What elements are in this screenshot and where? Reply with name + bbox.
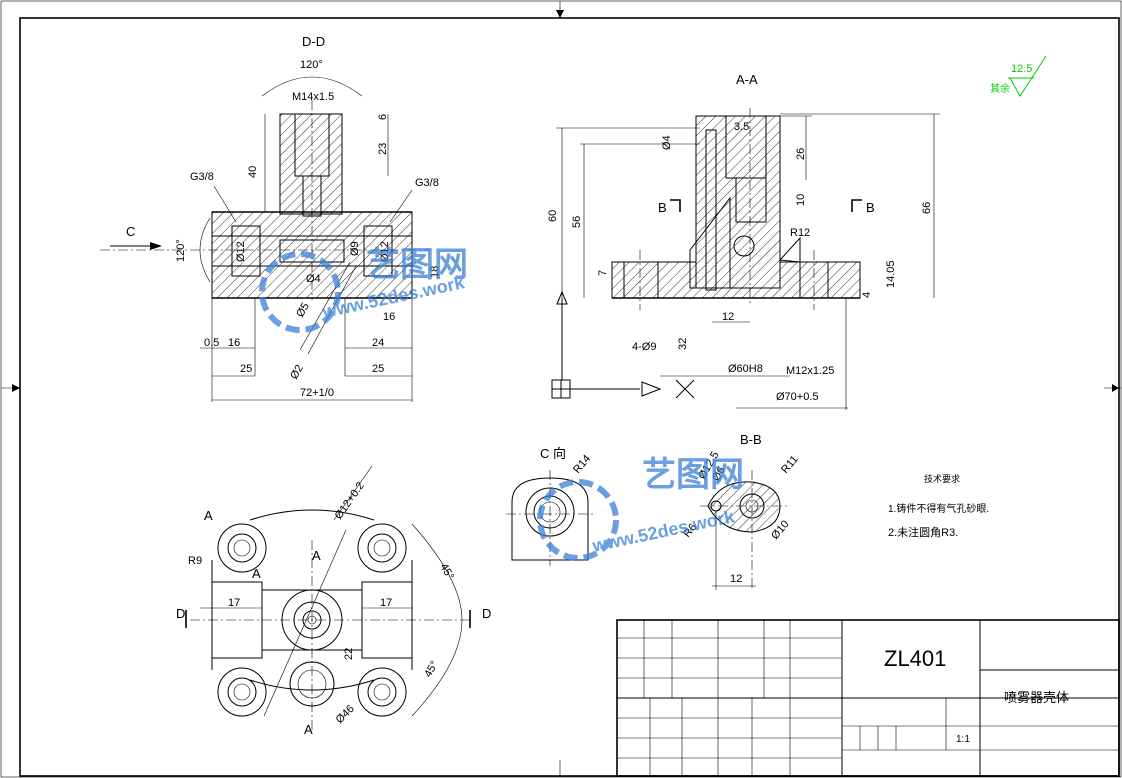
dd-dim-angle-left: 120° [175, 239, 187, 262]
aa-section-mark-b-left: B [658, 200, 667, 215]
bb-dim-r11: R11 [779, 453, 801, 476]
aa-section-mark-b-right: B [866, 200, 875, 215]
dd-dim-d4: Ø4 [306, 273, 321, 285]
dd-dim-25-right: 25 [372, 363, 384, 375]
dd-dim-72: 72+1/0 [300, 387, 334, 399]
aa-dim-m12: M12x1.25 [786, 365, 834, 377]
watermark-left-cn: 艺图网 [366, 246, 468, 284]
roughness-symbol: 其余 12.5 [990, 55, 1047, 97]
dd-dim-23: 23 [377, 143, 389, 155]
plan-mark-d-right: D [482, 606, 491, 621]
plan-dim-d46: Ø46 [334, 703, 357, 726]
title-block: ZL401 喷雾器壳体 1:1 [616, 619, 1120, 777]
tech-req-item-2: 2.未注圆角R3. [888, 525, 958, 539]
plan-boss-bottom-right [357, 667, 407, 717]
plan-dim-d12: Ø12+0.2 [333, 480, 367, 522]
dd-dim-d5: Ø5 [294, 301, 312, 320]
aa-dim-d60h8: Ø60H8 [728, 363, 763, 375]
plan-dim-45-top: 45° [437, 562, 456, 582]
tech-req-item-1: 1.铸件不得有气孔砂眼. [888, 502, 989, 515]
dd-dim-g38-left: G3/8 [190, 171, 214, 183]
plan-view: 17 17 R9 Ø12+0.2 45° 45° 22 Ø46 A A A A … [176, 465, 491, 737]
dd-dim-d12-left: Ø12 [235, 241, 247, 262]
plan-mark-a-center: A [312, 548, 321, 563]
dd-dim-6: 6 [377, 114, 389, 120]
tech-requirements: 技术要求 1.铸件不得有气孔砂眼. 2.未注圆角R3. [888, 473, 989, 539]
aa-dim-4: 4 [861, 292, 873, 298]
watermark-right-url: www.52des.work [590, 506, 737, 556]
aa-dim-26: 26 [795, 148, 807, 160]
dd-dim-25-left: 25 [240, 363, 252, 375]
c-view-title: C 向 [540, 446, 566, 461]
dd-dim-angle-top: 120° [300, 59, 323, 71]
section-view-aa: A-A 3.5 Ø4 26 10 60 56 66 R12 7 14. [547, 72, 940, 410]
plan-boss-bottom-left [217, 667, 267, 717]
tech-req-title: 技术要求 [924, 473, 960, 484]
dd-dim-g38-right: G3/8 [415, 177, 439, 189]
plan-dim-17-right: 17 [380, 597, 392, 609]
bb-view-title: B-B [740, 432, 762, 447]
part-name: 喷雾器壳体 [1004, 690, 1069, 705]
dd-dim-18: 18 [429, 266, 441, 278]
dd-dim-d2: Ø2 [288, 363, 306, 382]
dd-dim-16-right: 16 [383, 311, 395, 323]
c-view-arrow-label: C [126, 224, 135, 239]
drawing-scale: 1:1 [956, 734, 970, 745]
aa-dim-d70: Ø70+0.5 [776, 391, 819, 403]
section-view-dd: D-D 120° M14x1.5 40 23 6 G3/8 G3/8 120° … [100, 34, 441, 402]
dd-dim-40: 40 [247, 166, 259, 178]
roughness-note: 其余 [990, 82, 1010, 95]
plan-mark-a-left: A [252, 566, 261, 581]
c-dim-r14: R14 [571, 453, 593, 476]
plan-mark-d-left: D [176, 606, 185, 621]
aa-dim-10: 10 [795, 194, 807, 206]
aa-dim-7: 7 [597, 270, 609, 276]
aa-dim-d4: Ø4 [661, 135, 673, 150]
aa-dim-4d9: 4-Ø9 [632, 341, 656, 353]
dd-dim-05: 0.5 [204, 337, 219, 349]
roughness-value: 12.5 [1011, 63, 1032, 75]
aa-dim-66: 66 [921, 202, 933, 214]
bb-dim-12: 12 [730, 573, 742, 585]
aa-dim-60: 60 [547, 210, 559, 222]
aa-dim-12: 12 [722, 311, 734, 323]
aa-dim-35: 3.5 [734, 121, 749, 133]
plan-mark-a-top-left: A [204, 508, 213, 523]
plan-mark-a-bottom: A [304, 722, 313, 737]
plan-dim-r9: R9 [188, 555, 202, 567]
part-number: ZL401 [884, 646, 946, 671]
aa-dim-r12: R12 [790, 227, 810, 239]
dd-dim-16-left: 16 [228, 337, 240, 349]
view-c: C 向 R14 [506, 446, 596, 566]
plan-dim-22: 22 [343, 648, 355, 660]
aa-dim-56: 56 [571, 216, 583, 228]
plan-dim-45-bottom: 45° [422, 659, 441, 679]
dd-dim-d12-right: Ø12 [379, 241, 391, 262]
plan-dim-17-left: 17 [228, 597, 240, 609]
dd-dim-thread: M14x1.5 [292, 91, 334, 103]
aa-view-title: A-A [736, 72, 758, 87]
dd-dim-d9: Ø9 [349, 241, 361, 256]
aa-dim-1405: 14.05 [885, 260, 897, 288]
dd-view-title: D-D [302, 34, 325, 49]
plan-boss-top-left [217, 523, 267, 573]
plan-boss-top-right [357, 523, 407, 573]
aa-dim-32: 32 [677, 338, 689, 350]
watermark-right-cn: 艺图网 [642, 456, 744, 494]
dd-dim-24: 24 [372, 337, 384, 349]
